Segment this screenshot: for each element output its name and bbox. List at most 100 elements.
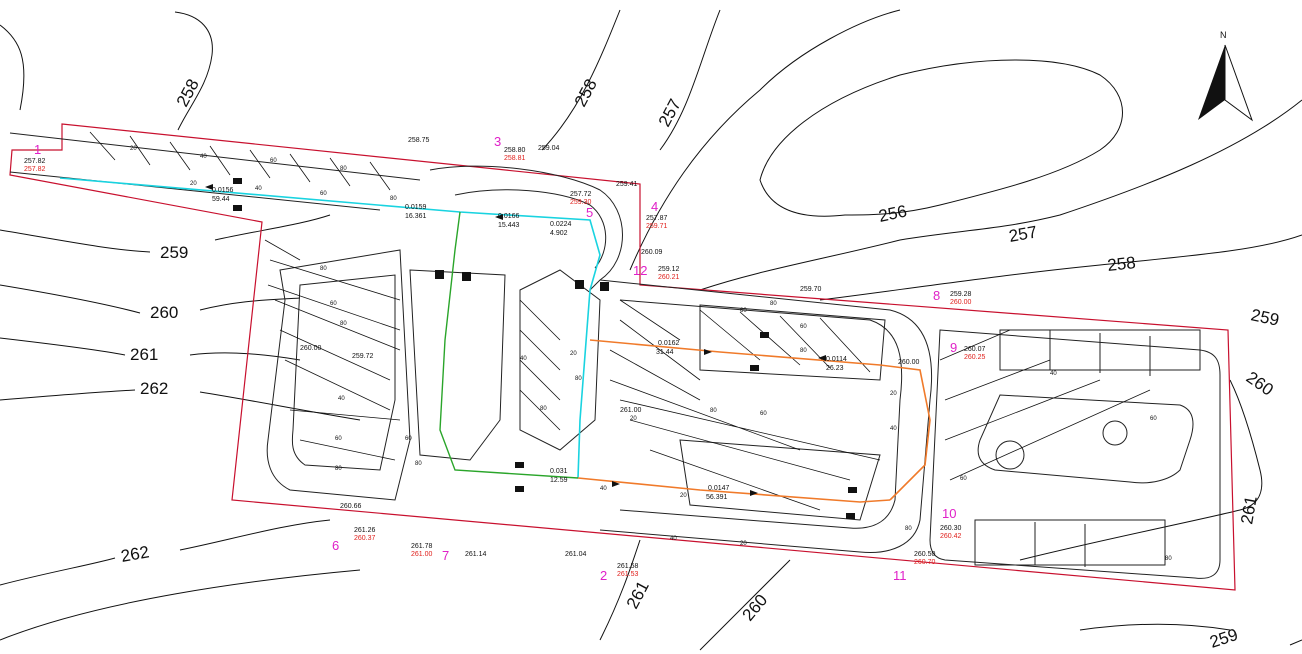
grade-label: 40 xyxy=(1050,371,1057,377)
design-elevation: 260.00 xyxy=(950,299,972,306)
slope-value: 0.0156 xyxy=(212,187,234,194)
contour-line xyxy=(599,539,641,641)
grade-label: 20 xyxy=(890,391,897,397)
spot-elevation: 261.04 xyxy=(565,551,587,558)
point-number: 11 xyxy=(893,568,907,583)
slope-value: 0.0147 xyxy=(708,485,730,492)
slope-length: 16.361 xyxy=(405,213,427,220)
slope-value: 0.031 xyxy=(550,468,568,475)
grade-tick-labels: 20 40 60 80 20 40 60 80 80 60 80 40 60 8… xyxy=(130,146,1172,562)
grade-label: 80 xyxy=(770,301,777,307)
existing-elevation: 259.28 xyxy=(950,291,972,298)
contour-line xyxy=(699,99,1302,291)
contour-label: 260 xyxy=(1243,368,1277,400)
grade-label: 40 xyxy=(200,154,207,160)
slope-value: 0.0166 xyxy=(498,213,520,220)
existing-elevation: 260.30 xyxy=(940,525,962,532)
existing-elevation: 261.26 xyxy=(354,527,376,534)
slope-value: 0.0162 xyxy=(658,340,680,347)
grade-label: 40 xyxy=(338,396,345,402)
contour-line xyxy=(699,559,791,651)
existing-elevation: 258.80 xyxy=(504,147,526,154)
grade-label: 20 xyxy=(740,541,747,547)
orange-flow-line-upper xyxy=(589,339,931,501)
point-number: 4 xyxy=(651,199,658,214)
point-number: 3 xyxy=(494,134,501,149)
slope-length: 26.23 xyxy=(826,365,844,372)
contour-line xyxy=(659,9,721,151)
design-elevation: 260.21 xyxy=(658,274,680,281)
north-arrow-right-half xyxy=(1224,44,1254,122)
spot-elevation: 261.00 xyxy=(620,407,642,414)
spot-elevation: 259.41 xyxy=(616,181,638,188)
existing-elevation: 259.12 xyxy=(658,266,680,273)
point-number: 7 xyxy=(442,548,449,563)
contour-label: 259 xyxy=(1207,625,1240,652)
contour-label: 261 xyxy=(1237,494,1261,525)
contour-line xyxy=(1079,623,1302,646)
grade-label: 80 xyxy=(1165,556,1172,562)
grade-label: 60 xyxy=(335,436,342,442)
grade-label: 60 xyxy=(270,158,277,164)
slope-length: 15.443 xyxy=(498,222,520,229)
point-number: 8 xyxy=(933,288,940,303)
flow-lines xyxy=(59,177,931,503)
existing-elevation: 261.58 xyxy=(617,563,639,570)
grade-label: 40 xyxy=(890,426,897,432)
point-number: 12 xyxy=(633,263,647,278)
grade-label: 80 xyxy=(340,321,347,327)
contour-line xyxy=(0,214,331,253)
grade-label: 80 xyxy=(905,526,912,532)
point-number: 10 xyxy=(942,506,956,521)
contour-label: 261 xyxy=(130,345,158,364)
contour-line xyxy=(1019,379,1263,561)
design-elevation: 257.82 xyxy=(24,166,46,173)
existing-elevation: 257.82 xyxy=(24,158,46,165)
slope-length: 4.902 xyxy=(550,230,568,237)
north-arrow-left-half xyxy=(1198,45,1225,120)
green-flow-line xyxy=(439,211,579,479)
point-number: 1 xyxy=(34,142,41,157)
contour-line xyxy=(819,234,1302,301)
slope-value: 0.0159 xyxy=(405,204,427,211)
grade-label: 40 xyxy=(600,486,607,492)
grade-label: 80 xyxy=(800,348,807,354)
grade-label: 20 xyxy=(570,351,577,357)
slope-length: 31.44 xyxy=(656,349,674,356)
contour-label: 258 xyxy=(571,76,601,110)
grade-label: 60 xyxy=(320,191,327,197)
spot-elevation: 260.09 xyxy=(641,249,663,256)
grade-label: 40 xyxy=(520,356,527,362)
contour-label: 257 xyxy=(655,96,685,130)
design-elevation: 260.42 xyxy=(940,533,962,540)
spot-elevation: 260.66 xyxy=(340,503,362,510)
point-number: 9 xyxy=(950,340,957,355)
grade-label: 60 xyxy=(1150,416,1157,422)
contour-label: 256 xyxy=(877,201,909,225)
site-boundary xyxy=(9,123,1236,591)
contour-label: 262 xyxy=(140,379,168,398)
contour-line xyxy=(0,519,331,586)
grade-label: 60 xyxy=(405,436,412,442)
grade-label: 60 xyxy=(760,411,767,417)
contour-label: 258 xyxy=(173,76,203,110)
grading-hatches xyxy=(89,131,1151,511)
contour-line xyxy=(0,24,25,111)
design-elevation: 260.37 xyxy=(354,535,376,542)
contour-line xyxy=(0,337,301,361)
grade-label: 80 xyxy=(320,266,327,272)
grade-label: 20 xyxy=(680,493,687,499)
grade-label: 20 xyxy=(130,146,137,152)
point-number: 5 xyxy=(586,205,593,220)
north-arrow: N xyxy=(1198,30,1254,122)
slope-labels: 0.0156 59.44 0.0159 16.361 0.0166 15.443… xyxy=(212,187,847,501)
contour-label: 258 xyxy=(1106,253,1136,275)
grade-label: 80 xyxy=(340,166,347,172)
existing-elevation: 257.87 xyxy=(646,215,668,222)
design-elevation: 261.00 xyxy=(411,551,433,558)
north-label: N xyxy=(1220,30,1227,40)
contour-lines xyxy=(0,9,1302,651)
contour-line xyxy=(0,389,361,421)
existing-elevation: 261.78 xyxy=(411,543,433,550)
existing-elevation: 257.72 xyxy=(570,191,592,198)
